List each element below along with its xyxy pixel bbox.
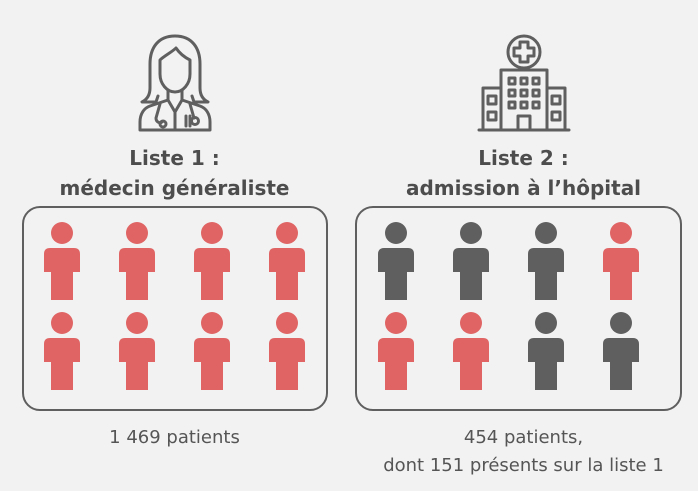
- person-icon-selected: [42, 312, 82, 390]
- person-icon-selected: [601, 222, 641, 300]
- list-2-caption: 454 patients, dont 151 présents sur la l…: [349, 424, 698, 480]
- list-2-person-grid: [357, 208, 680, 409]
- person-icon-selected: [192, 222, 232, 300]
- person-icon-selected: [267, 222, 307, 300]
- list-1-caption: 1 469 patients: [0, 424, 349, 452]
- list-2-subtitle: admission à l’hôpital: [405, 176, 642, 200]
- list-1-heading: Liste 1 : médecin généraliste: [0, 143, 349, 203]
- person-icon-selected: [117, 222, 157, 300]
- list-1-subtitle: médecin généraliste: [59, 176, 290, 200]
- list-2-panel: [355, 206, 682, 411]
- person-icon-selected: [192, 312, 232, 390]
- list-1-column: Liste 1 : médecin généraliste 1 469 pati…: [0, 30, 349, 452]
- list-2-title: Liste 2 :: [478, 146, 569, 170]
- list-2-count: 454 patients,: [463, 427, 584, 448]
- person-icon-selected: [267, 312, 307, 390]
- list-2-overlap-note: dont 151 présents sur la liste 1: [383, 455, 664, 476]
- person-icon-selected: [376, 312, 416, 390]
- list-1-count: 1 469 patients: [109, 427, 240, 448]
- person-icon-other: [376, 222, 416, 300]
- person-icon-selected: [42, 222, 82, 300]
- person-icon-other: [526, 312, 566, 390]
- list-1-panel: [22, 206, 328, 411]
- person-icon-other: [601, 312, 641, 390]
- doctor-icon: [0, 30, 349, 135]
- list-2-column: Liste 2 : admission à l’hôpital 454 pati…: [349, 0, 698, 491]
- person-icon-selected: [117, 312, 157, 390]
- hospital-icon: [349, 30, 698, 135]
- person-icon-other: [526, 222, 566, 300]
- list-1-person-grid: [24, 208, 326, 409]
- list-2-heading: Liste 2 : admission à l’hôpital: [349, 143, 698, 203]
- person-icon-other: [451, 222, 491, 300]
- list-1-title: Liste 1 :: [129, 146, 220, 170]
- person-icon-selected: [451, 312, 491, 390]
